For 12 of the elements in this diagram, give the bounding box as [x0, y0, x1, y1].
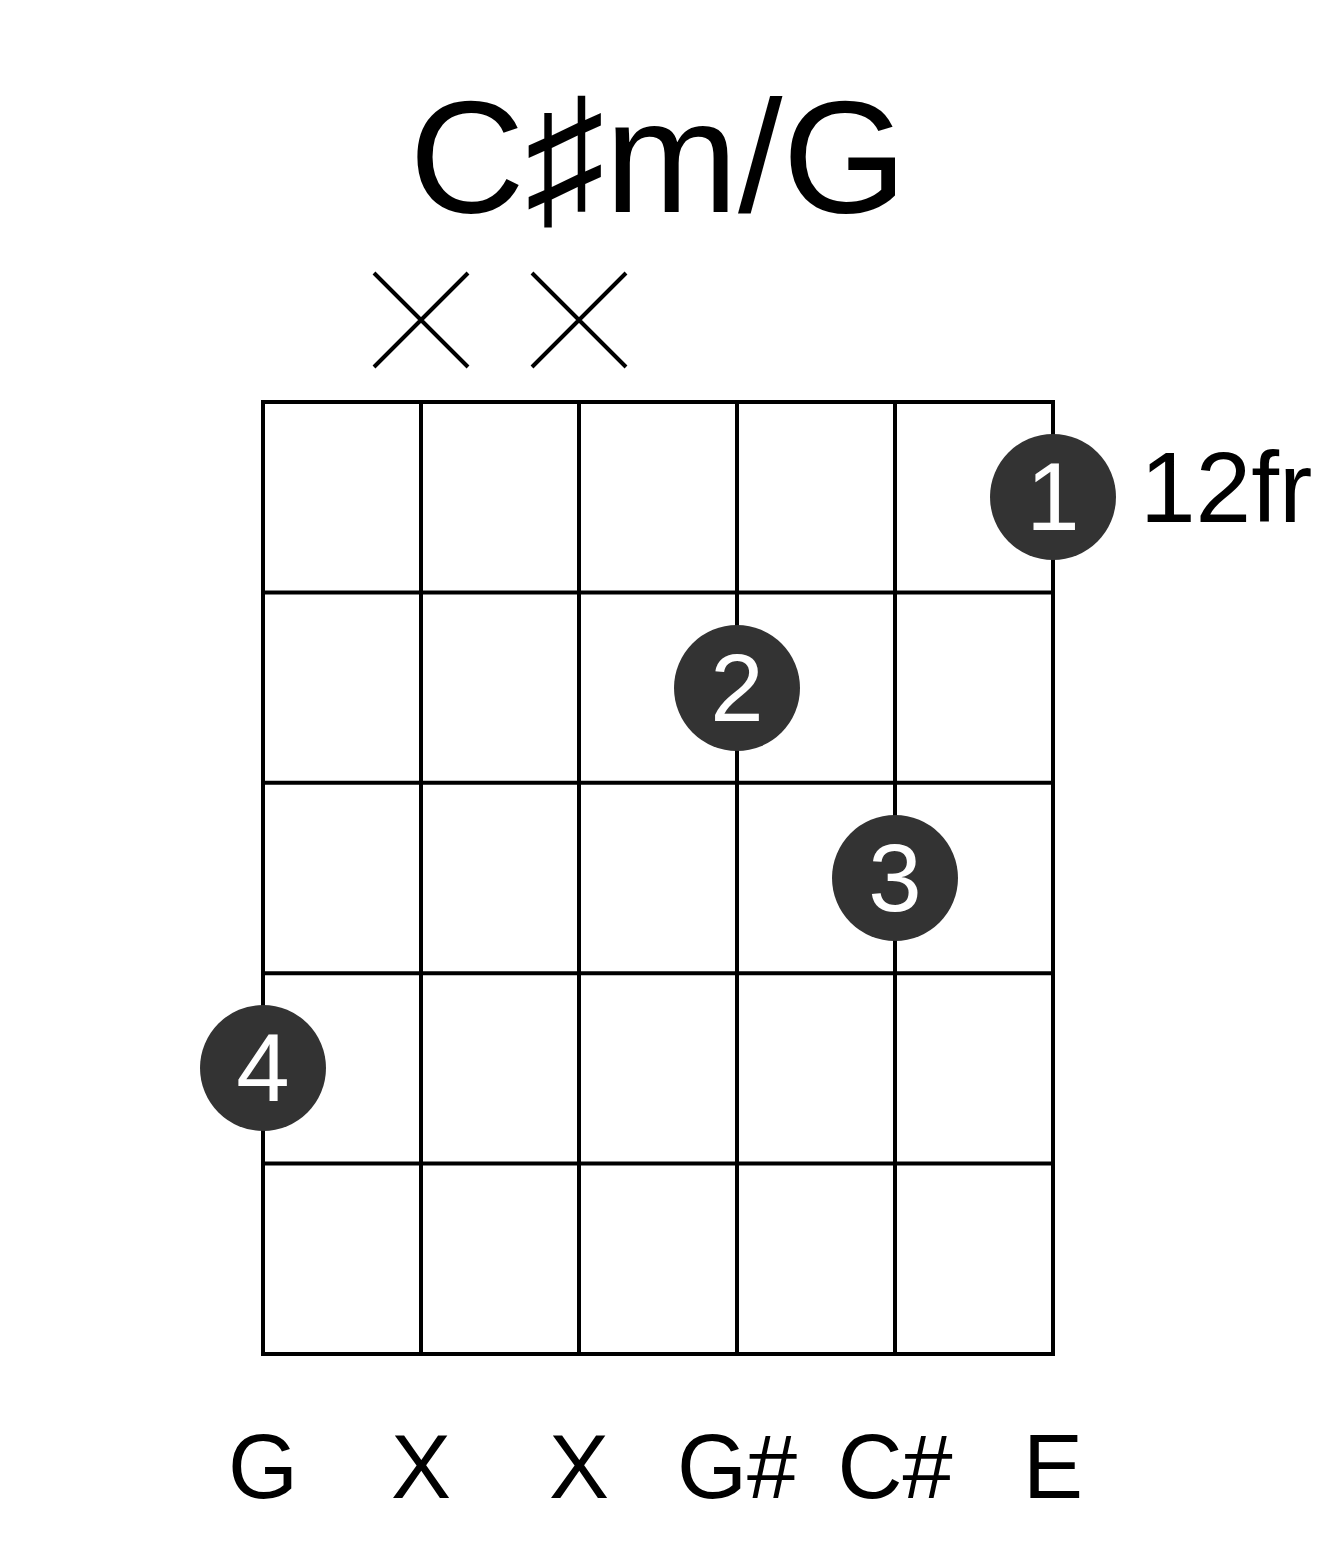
finger-dot: 4 [200, 1005, 326, 1132]
string-note: X [391, 1421, 451, 1512]
chord-title: C♯m/G [409, 76, 907, 237]
finger-dot: 1 [990, 434, 1116, 561]
string-note: G [228, 1421, 298, 1512]
finger-dot: 2 [674, 624, 800, 751]
string-note: G# [676, 1421, 798, 1512]
fret-number: 12fr [1140, 437, 1313, 538]
string-note: C# [837, 1421, 953, 1512]
string-note: E [1023, 1421, 1083, 1512]
finger-dot: 3 [832, 815, 958, 941]
string-note: X [549, 1421, 609, 1512]
